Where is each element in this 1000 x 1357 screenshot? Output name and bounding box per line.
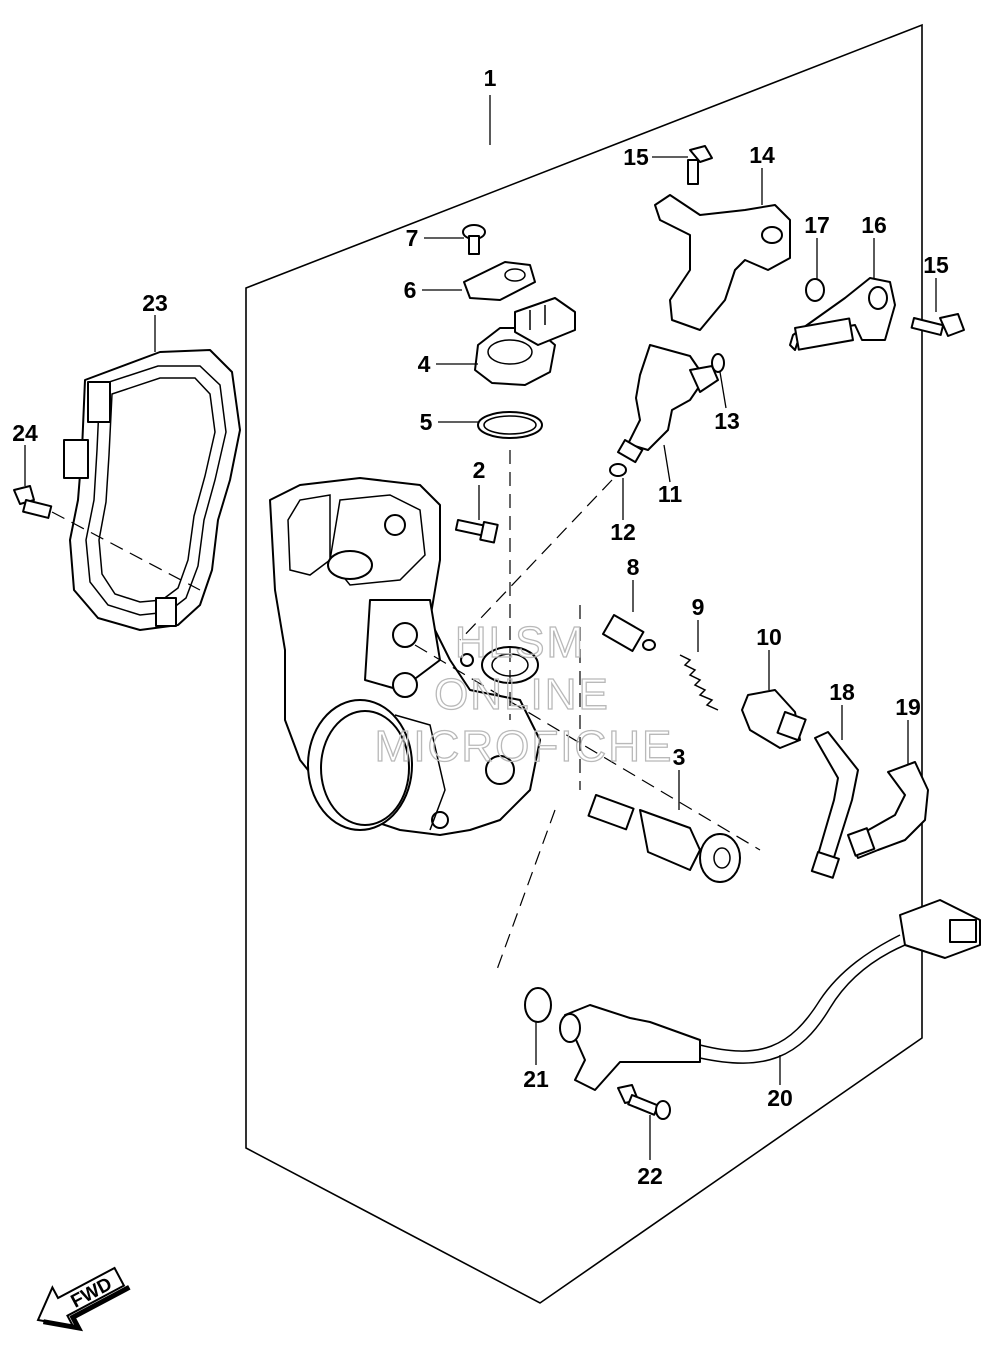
part-7-screw <box>462 224 486 255</box>
part-6-bracket <box>463 261 536 301</box>
dash-3-axis <box>414 644 761 851</box>
part-20-sensor-harness <box>559 899 981 1091</box>
part-19-elbow <box>846 761 929 859</box>
part-1-throttle-body <box>269 477 541 836</box>
part-2-screw <box>454 519 499 544</box>
part-18-hose <box>810 731 859 879</box>
callout-18: 18 <box>829 679 855 705</box>
dash-24 <box>51 511 201 591</box>
callout-1: 1 <box>484 65 497 91</box>
part-8-plunger <box>601 613 656 653</box>
part-14-fuel-rail <box>654 194 791 331</box>
callout-7: 7 <box>406 225 419 251</box>
part-12-o-ring <box>609 463 627 477</box>
leader-lines <box>24 95 937 1160</box>
callout-20: 20 <box>767 1085 793 1111</box>
callout-14: 14 <box>749 142 775 168</box>
watermark: HLSM ONLINE MICROFICHE <box>374 617 674 771</box>
callout-15a: 15 <box>623 144 649 170</box>
callout-9: 9 <box>692 594 705 620</box>
callout-10: 10 <box>756 624 782 650</box>
callout-22: 22 <box>637 1163 663 1189</box>
callout-21: 21 <box>523 1066 549 1092</box>
part-13-o-ring <box>711 353 725 373</box>
part-3-adjuster <box>587 794 741 883</box>
part-11-injector <box>617 344 719 464</box>
callout-24: 24 <box>12 420 38 446</box>
callout-19: 19 <box>895 694 921 720</box>
callout-23: 23 <box>142 290 168 316</box>
assembly-frame <box>245 23 923 1304</box>
watermark-line-2: ONLINE <box>434 670 610 719</box>
callout-3: 3 <box>673 744 686 770</box>
callout-4: 4 <box>418 351 431 377</box>
dash-21 <box>494 809 556 976</box>
callout-13: 13 <box>714 408 740 434</box>
part-15b-bolt <box>910 313 965 337</box>
callout-15b: 15 <box>923 252 949 278</box>
part-17-o-ring <box>805 278 825 302</box>
part-24-bolt <box>13 485 53 519</box>
callout-12: 12 <box>610 519 636 545</box>
callout-16: 16 <box>861 212 887 238</box>
part-22-bolt <box>617 1084 671 1120</box>
watermark-line-1: HLSM <box>455 618 585 667</box>
callout-8: 8 <box>627 554 640 580</box>
part-15a-bolt <box>687 145 713 185</box>
fwd-arrow-icon: FWD <box>36 1266 131 1332</box>
callout-2: 2 <box>473 457 486 483</box>
part-4-sensor <box>474 297 576 386</box>
part-23-cover <box>63 349 241 631</box>
watermark-line-3: MICROFICHE <box>375 722 674 771</box>
callout-11: 11 <box>658 481 683 507</box>
callouts: 1 2 3 4 5 6 7 8 9 10 11 12 13 14 15 15 1… <box>12 65 949 1189</box>
part-21-o-ring <box>524 987 552 1023</box>
part-10-fitting <box>741 689 807 749</box>
part-16-fitting <box>789 277 896 351</box>
callout-17: 17 <box>804 212 830 238</box>
callout-6: 6 <box>404 277 417 303</box>
dash-injector <box>459 479 613 641</box>
callout-5: 5 <box>420 409 433 435</box>
part-9-spring <box>679 654 719 711</box>
